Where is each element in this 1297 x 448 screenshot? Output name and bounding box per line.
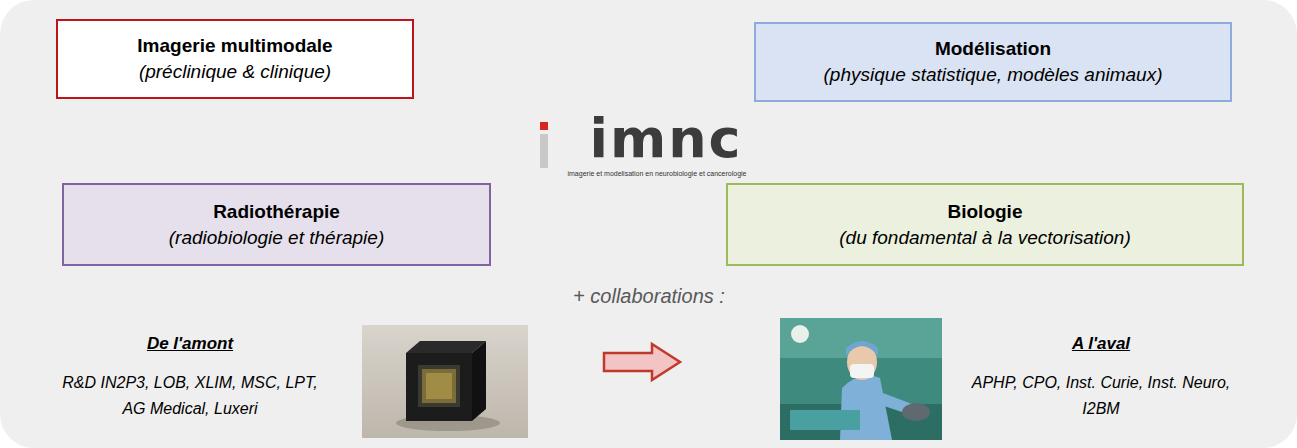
flow-arrow [600,340,684,384]
topic-box: Modélisation(physique statistique, modèl… [754,22,1232,102]
partner-list: APHP, CPO, Inst. Curie, Inst. Neuro, I2B… [966,370,1236,422]
box-heading: Imagerie multimodale [137,33,332,59]
group-heading: A l'aval [1001,334,1201,354]
topic-box: Radiothérapie(radiobiologie et thérapie) [62,183,491,266]
detector-photo [362,325,528,438]
topic-box: Biologie(du fondamental à la vectorisati… [726,183,1244,266]
surgery-photo [780,318,942,440]
logo-text: imnc [546,112,786,166]
box-heading: Biologie [948,199,1023,225]
box-subtitle: (radiobiologie et thérapie) [169,225,384,251]
topic-box: Imagerie multimodale(préclinique & clini… [56,19,414,99]
box-heading: Modélisation [935,36,1051,62]
group-heading: De l'amont [90,334,290,354]
logo-mark [536,114,576,174]
box-subtitle: (préclinique & clinique) [139,59,331,85]
box-subtitle: (du fondamental à la vectorisation) [839,225,1131,251]
box-heading: Radiothérapie [213,199,340,225]
logo-subtitle: imagerie et modelisation en neurobiologi… [532,170,782,177]
section-label: + collaborations : [499,285,799,308]
partner-list: R&D IN2P3, LOB, XLIM, MSC, LPT, AG Medic… [59,370,321,422]
box-subtitle: (physique statistique, modèles animaux) [823,62,1162,88]
